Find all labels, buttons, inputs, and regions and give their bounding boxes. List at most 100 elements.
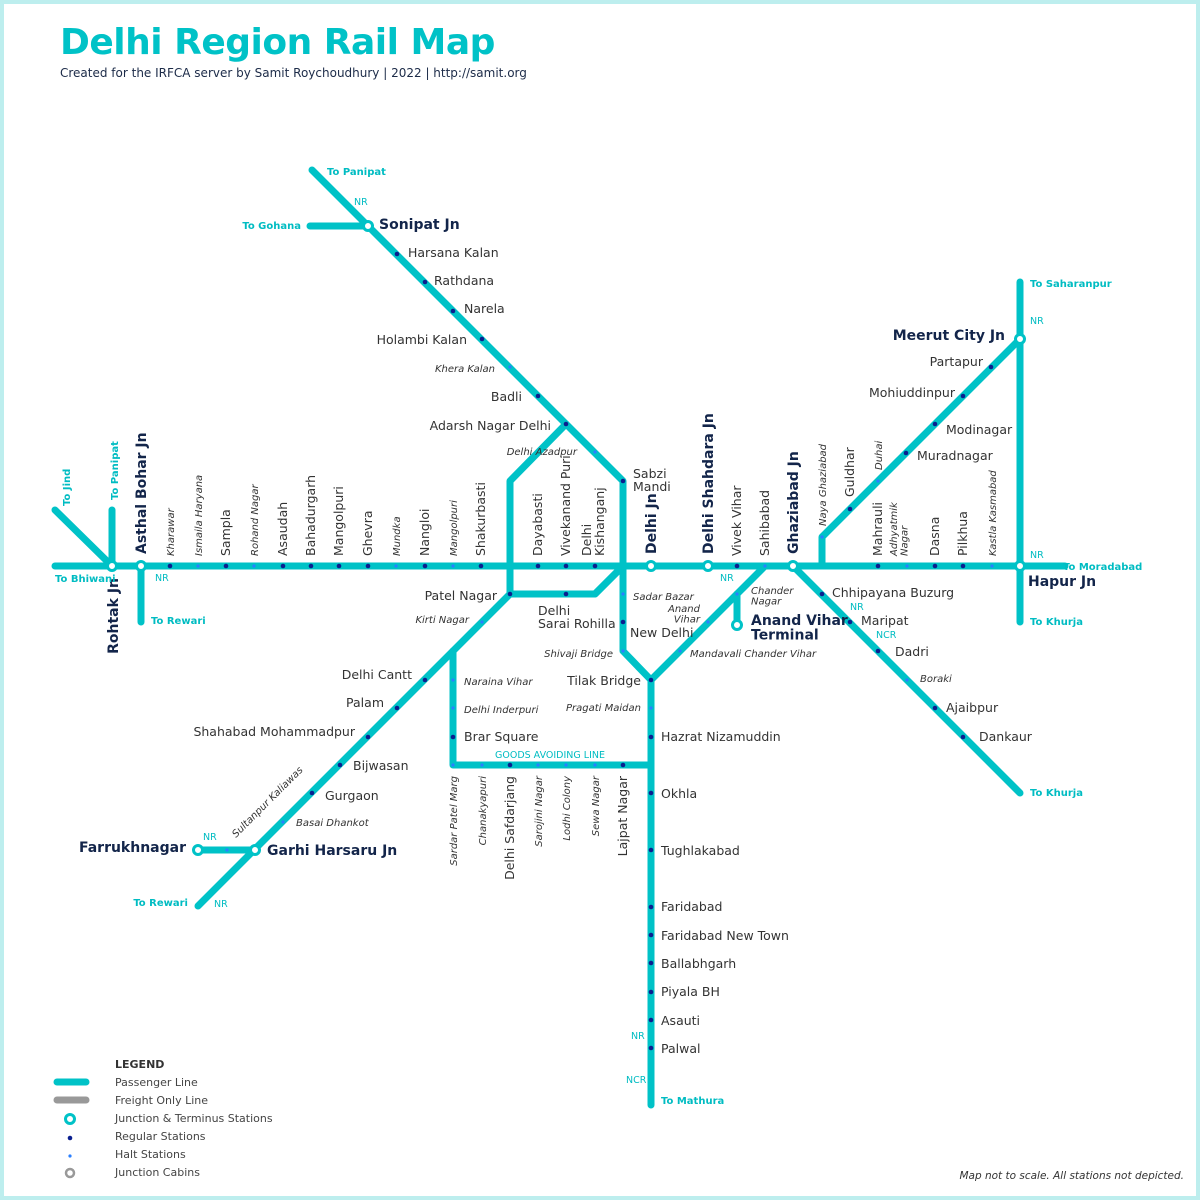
station-adhyatmik-nagar[interactable]: AdhyatmikNagar bbox=[889, 501, 911, 568]
station-faridabad[interactable]: Faridabad bbox=[648, 899, 723, 914]
station-shahabad-mohammadpur[interactable]: Shahabad Mohammadpur bbox=[193, 724, 371, 740]
regular-station-icon bbox=[592, 563, 598, 569]
station-kirti-nagar[interactable]: Kirti Nagar bbox=[415, 615, 484, 626]
station-faridabad-new-town[interactable]: Faridabad New Town bbox=[648, 928, 789, 943]
regular-station-icon bbox=[648, 932, 654, 938]
station-sarojini-nagar[interactable]: Sarojini Nagar bbox=[534, 763, 545, 847]
station-nangloi[interactable]: Nangloi bbox=[417, 509, 432, 569]
station-mahrauli[interactable]: Mahrauli bbox=[870, 502, 885, 569]
station-basai-dhankot[interactable]: Basai Dhankot bbox=[281, 818, 370, 829]
station-adarsh-nagar-delhi[interactable]: Adarsh Nagar Delhi bbox=[430, 418, 569, 433]
station-patel-nagar[interactable]: Patel Nagar bbox=[425, 588, 513, 603]
station-ajaibpur[interactable]: Ajaibpur bbox=[932, 700, 999, 715]
station-farrukhnagar[interactable]: Farrukhnagar bbox=[79, 840, 204, 856]
station-dasna[interactable]: Dasna bbox=[927, 517, 942, 569]
station-delhi-shahdara-jn[interactable]: Delhi Shahdara Jn bbox=[701, 413, 717, 572]
station-mandavali-chander-vihar[interactable]: Mandavali Chander Vihar bbox=[678, 649, 817, 660]
station-shivaji-bridge[interactable]: Shivaji Bridge bbox=[544, 649, 625, 660]
station-naraina-vihar[interactable]: Naraina Vihar bbox=[451, 677, 533, 688]
station-bahadurgarh[interactable]: Bahadurgarh bbox=[303, 475, 318, 569]
station-ballabhgarh[interactable]: Ballabhgarh bbox=[648, 956, 736, 971]
direction-label: To Gohana bbox=[242, 221, 301, 232]
station-bijwasan[interactable]: Bijwasan bbox=[337, 758, 409, 773]
station-delhi-jn[interactable]: Delhi Jn bbox=[644, 493, 660, 572]
station-rohtak-jn[interactable]: Rohtak Jn bbox=[106, 560, 122, 654]
station-dankaur[interactable]: Dankaur bbox=[960, 729, 1033, 744]
station-sahibabad[interactable]: Sahibabad bbox=[757, 490, 772, 568]
station-mangolpuri[interactable]: Mangolpuri bbox=[331, 486, 346, 569]
station-hapur-jn[interactable]: Hapur Jn bbox=[1014, 560, 1097, 591]
regular-station-icon bbox=[648, 1045, 654, 1051]
station-palam[interactable]: Palam bbox=[346, 695, 400, 711]
station-dayabasti[interactable]: Dayabasti bbox=[530, 493, 545, 569]
station-sonipat-jn[interactable]: Sonipat Jn bbox=[362, 217, 460, 233]
station-lajpat-nagar[interactable]: Lajpat Nagar bbox=[615, 762, 630, 857]
station-asauti[interactable]: Asauti bbox=[648, 1013, 700, 1028]
station-asaudah[interactable]: Asaudah bbox=[275, 502, 290, 569]
station-gurgaon[interactable]: Gurgaon bbox=[309, 788, 379, 803]
station-mundka[interactable]: Mundka bbox=[392, 516, 403, 568]
line-to-jind bbox=[51, 506, 116, 570]
station-delhi-cantt[interactable]: Delhi Cantt bbox=[342, 667, 428, 683]
station-sewa-nagar[interactable]: Sewa Nagar bbox=[591, 763, 602, 836]
station-duhai[interactable]: Duhai bbox=[874, 440, 885, 483]
station-okhla[interactable]: Okhla bbox=[648, 786, 697, 801]
station-pragati-maidan[interactable]: Pragati Maidan bbox=[566, 703, 653, 714]
station-palwal[interactable]: Palwal bbox=[648, 1041, 701, 1056]
station-hazrat-nizamuddin[interactable]: Hazrat Nizamuddin bbox=[648, 729, 781, 744]
station-chhipayana-buzurg[interactable]: Chhipayana Buzurg bbox=[819, 585, 954, 600]
station-delhi-azadpur[interactable]: Delhi Azadpur bbox=[507, 447, 597, 458]
station-muradnagar[interactable]: Muradnagar bbox=[903, 448, 994, 463]
station-badli[interactable]: Badli bbox=[491, 389, 541, 404]
station-piyala-bh[interactable]: Piyala BH bbox=[648, 984, 720, 999]
station-rathdana[interactable]: Rathdana bbox=[422, 273, 494, 288]
station-mohiuddinpur[interactable]: Mohiuddinpur bbox=[869, 385, 966, 400]
station-vivekanand-puri[interactable]: Vivekanand Puri bbox=[558, 455, 573, 569]
station-kastla-kasmabad[interactable]: Kastla Kasmabad bbox=[988, 470, 999, 568]
station-khera-kalan[interactable]: Khera Kalan bbox=[435, 364, 512, 375]
station-delhi-inderpuri[interactable]: Delhi Inderpuri bbox=[451, 705, 539, 716]
station-tilak-bridge[interactable]: Tilak Bridge bbox=[566, 673, 654, 688]
station-modinagar[interactable]: Modinagar bbox=[932, 421, 1013, 437]
station-holambi-kalan[interactable]: Holambi Kalan bbox=[377, 332, 485, 347]
station-delhi-safdarjang[interactable]: Delhi Safdarjang bbox=[502, 762, 517, 880]
station-asthal-bohar-jn[interactable]: Asthal Bohar Jn bbox=[134, 432, 150, 572]
station-mangolpuri[interactable]: Mangolpuri bbox=[449, 500, 460, 568]
station-garhi-harsaru-jn[interactable]: Garhi Harsaru Jn bbox=[249, 843, 398, 859]
station-sardar-patel-marg[interactable]: Sardar Patel Marg bbox=[449, 763, 460, 866]
halt-station-icon bbox=[225, 848, 229, 852]
station-kharawar[interactable]: Kharawar bbox=[166, 507, 177, 569]
station-harsana-kalan[interactable]: Harsana Kalan bbox=[394, 245, 499, 260]
station-ismaila-haryana[interactable]: Ismaila Haryana bbox=[194, 475, 205, 568]
station-guldhar[interactable]: Guldhar bbox=[842, 446, 857, 512]
station-shakurbasti[interactable]: Shakurbasti bbox=[473, 482, 488, 569]
station-boraki[interactable]: Boraki bbox=[905, 674, 952, 685]
station-rohand-nagar[interactable]: Rohand Nagar bbox=[250, 484, 261, 568]
station-maripat[interactable]: Maripat bbox=[847, 613, 909, 628]
station-meerut-city-jn[interactable]: Meerut City Jn bbox=[893, 328, 1026, 345]
halt-station-icon bbox=[480, 763, 484, 767]
station-sampla[interactable]: Sampla bbox=[218, 509, 233, 569]
station-pilkhua[interactable]: Pilkhua bbox=[955, 511, 970, 569]
station-chanakyapuri[interactable]: Chanakyapuri bbox=[478, 763, 489, 845]
regular-station-icon bbox=[875, 563, 881, 569]
station-ghevra[interactable]: Ghevra bbox=[360, 511, 375, 569]
station-ghaziabad-jn[interactable]: Ghaziabad Jn bbox=[786, 451, 802, 572]
station-vivek-vihar[interactable]: Vivek Vihar bbox=[729, 485, 744, 569]
station-dadri[interactable]: Dadri bbox=[875, 644, 929, 659]
station-brar-square[interactable]: Brar Square bbox=[450, 729, 539, 744]
station-lodhi-colony[interactable]: Lodhi Colony bbox=[562, 763, 573, 841]
station-narela[interactable]: Narela bbox=[450, 301, 505, 316]
station-new-delhi[interactable]: New Delhi bbox=[620, 619, 694, 640]
station-tughlakabad[interactable]: Tughlakabad bbox=[648, 843, 740, 858]
station-sadar-bazar[interactable]: Sadar Bazar bbox=[621, 592, 695, 603]
station-naya-ghaziabad[interactable]: Naya Ghaziabad bbox=[818, 443, 829, 539]
station-partapur[interactable]: Partapur bbox=[930, 354, 994, 370]
station-delhi-kishanganj[interactable]: DelhiKishanganj bbox=[579, 487, 607, 569]
station-label: Modinagar bbox=[946, 422, 1013, 437]
